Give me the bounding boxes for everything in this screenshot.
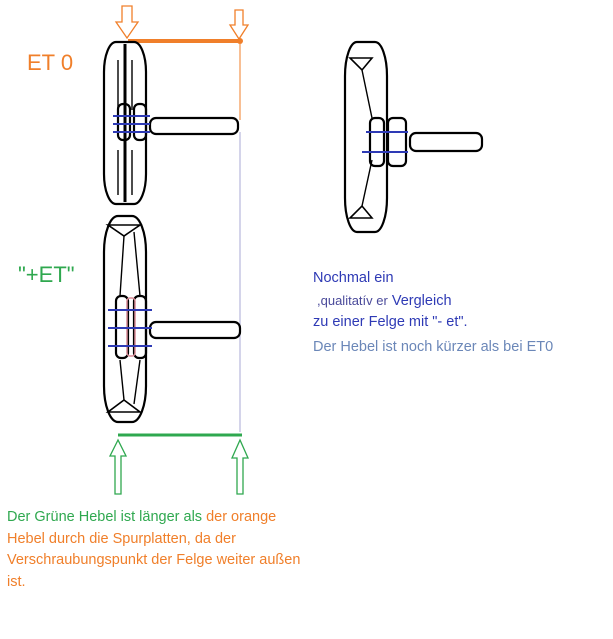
note-line-1: Nochmal ein bbox=[313, 270, 394, 286]
note-line-3: zu einer Felge mit "- et". bbox=[313, 314, 468, 330]
wheel-et0-bolts bbox=[113, 115, 150, 133]
wheel-minus-et bbox=[343, 40, 484, 234]
green-arrow-right bbox=[230, 438, 250, 495]
orange-arrow-right bbox=[228, 9, 250, 41]
bottom-explanation-green: Der Grüne Hebel ist länger als bbox=[7, 509, 203, 525]
label-plus-et: "+ET" bbox=[18, 262, 75, 287]
bottom-explanation-orange: der orange Hebel durch die Spurplatten, … bbox=[7, 509, 301, 590]
note-line-2: ,qualitatív er Vergleich bbox=[313, 290, 468, 313]
bottom-explanation: Der Grüne Hebel ist länger als der orang… bbox=[7, 507, 317, 593]
note-line-2a: ,qualitatív er bbox=[317, 292, 388, 308]
lever-note: Der Hebel ist noch kürzer als bei ET0 bbox=[313, 339, 554, 355]
label-et0: ET 0 bbox=[27, 50, 74, 75]
wheel-minus-et-bolts bbox=[362, 131, 408, 153]
wheel-plus-et-bolts bbox=[108, 309, 152, 347]
wheel-plus-et bbox=[102, 214, 242, 424]
green-arrow-left bbox=[108, 438, 128, 495]
note-line-2b: Vergleich bbox=[387, 292, 452, 309]
orange-lever-end-dot bbox=[237, 38, 243, 44]
orange-arrow-left bbox=[114, 5, 140, 40]
comparison-note: Nochmal ein ,qualitatív er Vergleich zu … bbox=[313, 268, 468, 334]
